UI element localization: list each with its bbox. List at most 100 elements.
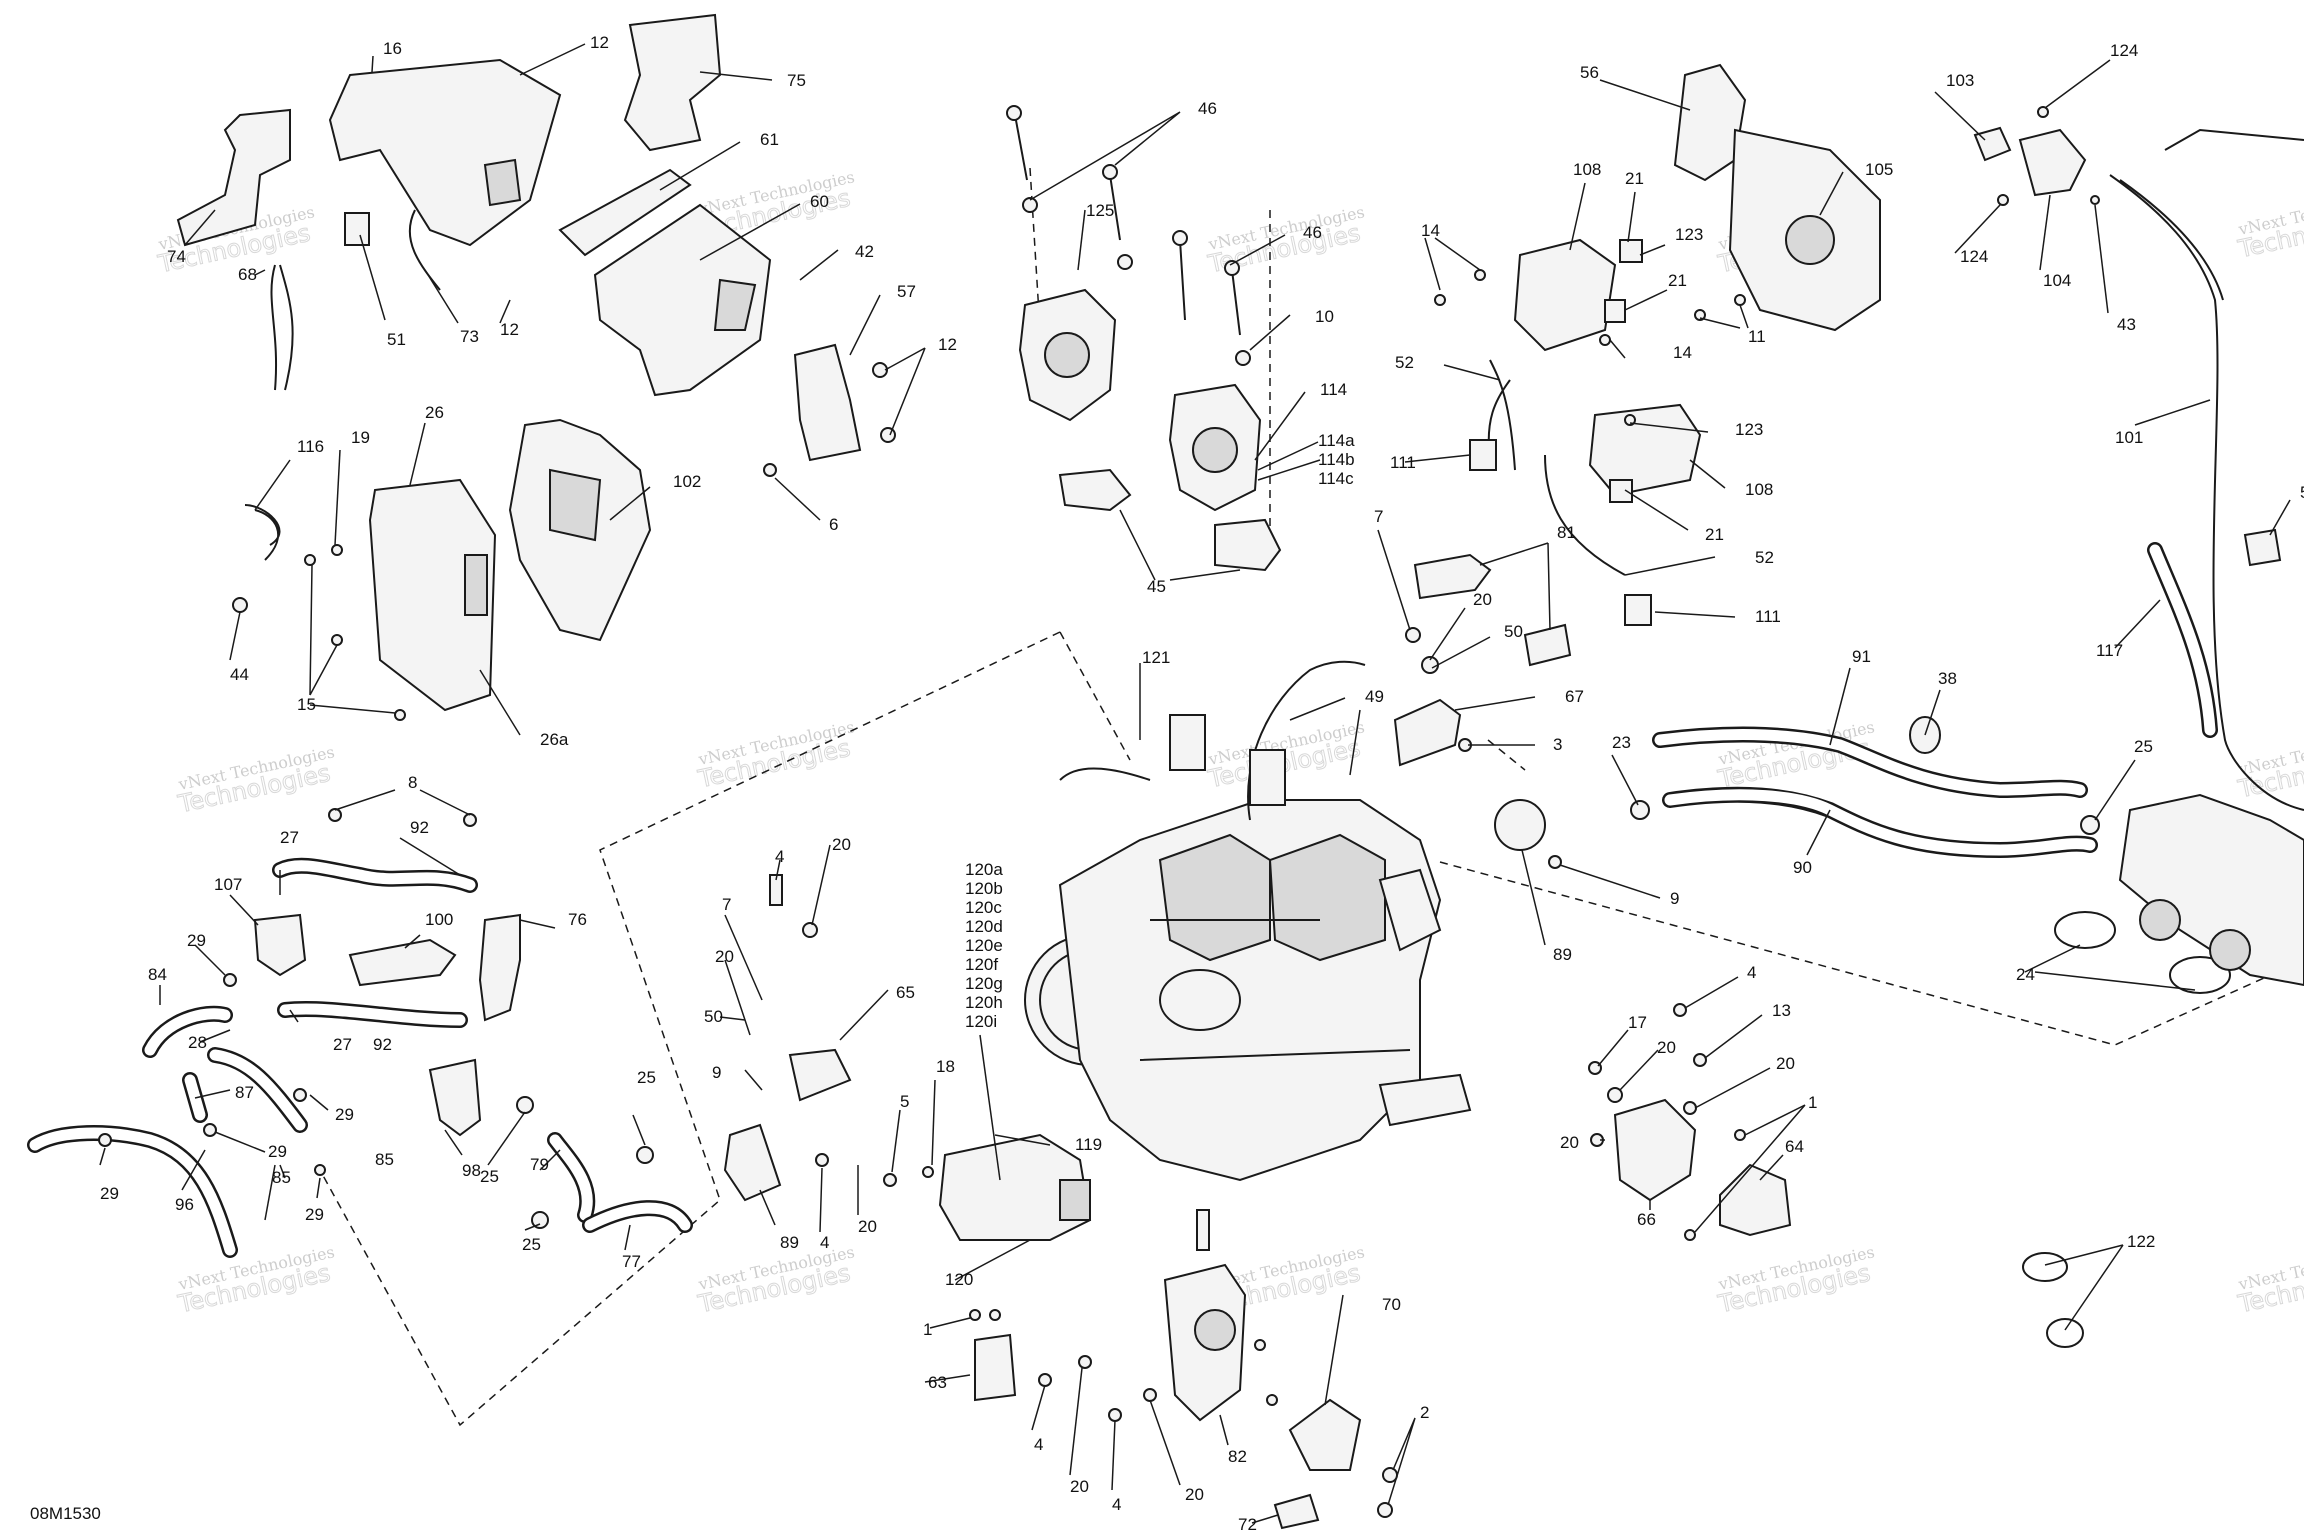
throttle-cable-part-101 bbox=[2109, 174, 2304, 811]
bracket-part-65 bbox=[788, 1048, 852, 1102]
throttle-lever-part-104 bbox=[2018, 128, 2087, 197]
sensor-part-98 bbox=[428, 1058, 482, 1137]
callout-122: 122 bbox=[2127, 1232, 2155, 1251]
callout-9: 9 bbox=[1670, 889, 1679, 908]
callout-120e: 120e bbox=[965, 936, 1003, 955]
callout-20: 20 bbox=[1657, 1038, 1676, 1057]
callout-26a: 26a bbox=[540, 730, 569, 749]
clip-part-43 bbox=[2090, 195, 2100, 205]
bolt-part-4b bbox=[815, 1153, 829, 1167]
callout-51: 51 bbox=[387, 330, 406, 349]
callout-25: 25 bbox=[522, 1235, 541, 1254]
screw-part-1b bbox=[989, 1309, 1001, 1321]
callout-15: 15 bbox=[297, 695, 316, 714]
clip-part-29e bbox=[314, 1164, 326, 1176]
screw-part-124b bbox=[1997, 194, 2009, 206]
callout-120: 120 bbox=[945, 1270, 973, 1289]
washer-part-20f bbox=[1683, 1101, 1697, 1115]
washer-part-20c bbox=[1143, 1388, 1157, 1402]
parts-left bbox=[27, 808, 693, 1258]
mount-part-89a bbox=[723, 1123, 782, 1202]
callout-14: 14 bbox=[1673, 343, 1692, 362]
callout-57: 57 bbox=[897, 282, 916, 301]
washer-part-20e bbox=[1607, 1087, 1623, 1103]
callout-42: 42 bbox=[855, 242, 874, 261]
bracket-part-100 bbox=[348, 938, 457, 987]
bolt-part-46a bbox=[1014, 114, 1028, 181]
drawing-code: 08M1530 bbox=[30, 1504, 101, 1523]
engine-connector-b bbox=[1249, 749, 1286, 806]
callout-52: 52 bbox=[1755, 548, 1774, 567]
clip-part-44 bbox=[232, 597, 248, 613]
callout-105: 105 bbox=[1865, 160, 1893, 179]
bolt-part-46b bbox=[1109, 174, 1121, 241]
ecu-bracket-window bbox=[549, 468, 602, 542]
clip-part-8a bbox=[328, 808, 342, 822]
parts-center-top bbox=[1006, 105, 1282, 572]
callout-46: 46 bbox=[1303, 223, 1322, 242]
callout-50: 50 bbox=[1504, 622, 1523, 641]
washer-part-18 bbox=[922, 1166, 934, 1178]
mount-part-67 bbox=[1393, 698, 1462, 767]
callout-4: 4 bbox=[820, 1233, 829, 1252]
callout-20: 20 bbox=[715, 947, 734, 966]
washer-part-10 bbox=[1235, 350, 1251, 366]
washer-part-20a bbox=[802, 922, 818, 938]
callout-27: 27 bbox=[280, 828, 299, 847]
callout-29: 29 bbox=[100, 1184, 119, 1203]
callout-20: 20 bbox=[858, 1217, 877, 1236]
bolt-part-46c bbox=[1179, 239, 1186, 321]
screw-part-1a bbox=[969, 1309, 981, 1321]
callout-13: 13 bbox=[1772, 1001, 1791, 1020]
callout-4: 4 bbox=[1747, 963, 1756, 982]
bolt-part-82b bbox=[1254, 1339, 1266, 1351]
watermark: vNext Technologies Technologies bbox=[1715, 1242, 1877, 1319]
callout-14: 14 bbox=[1421, 221, 1440, 240]
callout-27: 27 bbox=[333, 1035, 352, 1054]
callout-10: 10 bbox=[1315, 307, 1334, 326]
callout-120d: 120d bbox=[965, 917, 1003, 936]
callout-100: 100 bbox=[425, 910, 453, 929]
parts-bottom-right bbox=[1588, 1003, 1792, 1241]
callout-65: 65 bbox=[896, 983, 915, 1002]
cap-part-111a bbox=[1469, 439, 1497, 471]
sensor-part-81 bbox=[1413, 553, 1492, 600]
engine-mount-part-66 bbox=[1613, 1098, 1697, 1202]
engine-assembly bbox=[1024, 660, 1472, 1182]
engine-starter-boss bbox=[1159, 969, 1241, 1031]
callout-12: 12 bbox=[938, 335, 957, 354]
callout-38: 38 bbox=[1938, 669, 1957, 688]
screw-part-124a bbox=[2037, 106, 2049, 118]
callout-120f: 120f bbox=[965, 955, 998, 974]
bolt-part-2a bbox=[1382, 1467, 1398, 1483]
bracket-part-103 bbox=[1973, 126, 2012, 162]
heat-shield-part-61 bbox=[558, 168, 692, 257]
bolt-part-5 bbox=[883, 1173, 897, 1187]
part-72 bbox=[1273, 1493, 1320, 1530]
screw-part-1d bbox=[1684, 1229, 1696, 1241]
callout-11: 11 bbox=[1748, 327, 1766, 346]
washer-part-20b bbox=[1078, 1355, 1092, 1369]
heat-shield-cutout bbox=[713, 278, 757, 331]
callout-117: 117 bbox=[2096, 641, 2123, 660]
callout-29: 29 bbox=[335, 1105, 354, 1124]
bolt-part-4d bbox=[1108, 1408, 1122, 1422]
callout-20: 20 bbox=[1185, 1485, 1204, 1504]
parts-right bbox=[1630, 106, 2304, 1348]
callout-72: 72 bbox=[1238, 1515, 1257, 1534]
callout-4: 4 bbox=[1112, 1495, 1121, 1514]
callout-125: 125 bbox=[1086, 201, 1114, 220]
callout-63: 63 bbox=[928, 1373, 947, 1392]
callout-96: 96 bbox=[175, 1195, 194, 1214]
callout-7: 7 bbox=[722, 895, 731, 914]
callout-20: 20 bbox=[1560, 1133, 1579, 1152]
bracket-part-57 bbox=[793, 343, 862, 462]
mount-part-63 bbox=[974, 1333, 1017, 1402]
watermark: vNext Technologies Technologies bbox=[1205, 717, 1367, 794]
clamp-part-24a bbox=[2054, 911, 2116, 949]
valve-part-107 bbox=[253, 913, 307, 977]
clamp-part-25b bbox=[531, 1211, 549, 1229]
callout-91: 91 bbox=[1852, 647, 1871, 666]
heat-shield-part-60 bbox=[593, 203, 772, 397]
bracket-part-70 bbox=[1288, 1398, 1362, 1471]
